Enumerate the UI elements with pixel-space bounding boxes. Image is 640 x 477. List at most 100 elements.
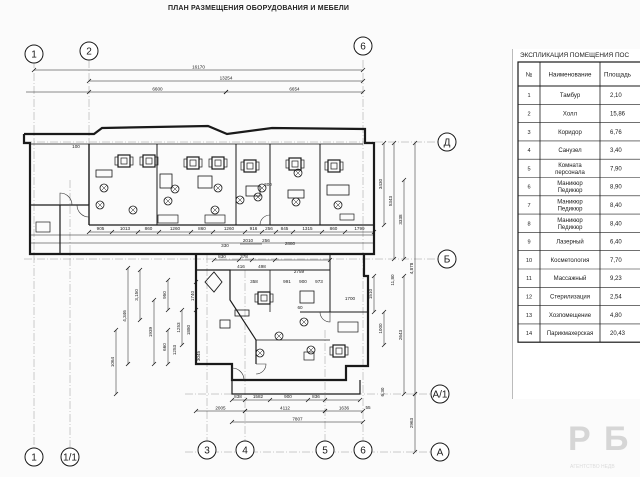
dimension-tick [242, 229, 248, 235]
dim-6600: 6600 [152, 87, 163, 92]
dimension-tick [165, 361, 171, 367]
door-swing [76, 204, 90, 218]
legend-row-name: персонала [555, 170, 585, 176]
chair [142, 154, 156, 168]
dimension-tick [137, 317, 143, 323]
dim-upper-2: 860 [145, 226, 153, 231]
dimension-tick [223, 89, 229, 95]
chair-seat [214, 159, 222, 167]
dim-upper-7: 256 [265, 226, 273, 231]
dimension-tick [86, 78, 92, 84]
stool-mark [211, 206, 219, 214]
table [159, 173, 173, 189]
stool [210, 205, 220, 215]
stool [257, 183, 267, 193]
dimension-tick [360, 67, 366, 73]
dimension-tick [360, 419, 366, 425]
grid-bottom-3-bubble [197, 440, 217, 460]
dim-upper-0: 905 [97, 226, 105, 231]
massage-table [204, 271, 223, 293]
stool [99, 183, 109, 193]
dimension-tick [342, 229, 348, 235]
door-swing [59, 192, 73, 206]
dimension-tick [371, 309, 377, 315]
dimension-tick [193, 408, 199, 414]
dimension-tick [322, 397, 328, 403]
legend-title: ЭКСПЛИКАЦИЯ ПОМЕЩЕНИЯ ПОС [520, 52, 630, 59]
legend-row-area: 9,23 [610, 276, 622, 282]
stool-mark [214, 184, 222, 192]
dim-2880: 2880 [285, 241, 296, 246]
dimension-tick [412, 449, 418, 455]
dimension-tick [391, 140, 397, 146]
stool [293, 168, 303, 178]
legend-row-number: 6 [527, 185, 530, 191]
legend-row-name: Комната [558, 163, 582, 169]
legend-row-name: Лазерный [556, 239, 584, 246]
cabinet [157, 214, 179, 224]
legend-row-area: 8,90 [610, 185, 622, 191]
chair [257, 291, 271, 305]
chair-seat [335, 347, 343, 355]
sink [303, 351, 315, 361]
dimension-tick [371, 273, 377, 279]
grid-right-b-bubble [437, 249, 457, 269]
stool-mark [96, 201, 104, 209]
legend-row-area: 15,86 [610, 111, 626, 117]
dimension-tick [249, 257, 255, 263]
dim-1700: 1700 [345, 296, 356, 301]
upper-wing-wall [22, 124, 376, 256]
dim-right-5343: 5343 [388, 195, 393, 206]
stool-mark [164, 197, 172, 205]
stool-mark [292, 198, 300, 206]
legend-row-name: Хозпомещение [549, 313, 592, 319]
dimension-tick [151, 297, 157, 303]
dim-upper-10: 860 [330, 226, 338, 231]
dim-right-2643: 2643 [398, 329, 403, 340]
dim-left-1064: 1064 [110, 356, 115, 367]
legend-row-name: Коридор [558, 130, 582, 136]
chair-arm [255, 161, 260, 171]
chair [186, 156, 200, 170]
grid-bottom-6: 6 [360, 446, 366, 457]
dim-left-3150: 3,150 [134, 289, 139, 301]
chair [288, 157, 302, 171]
legend-row-number: 1 [527, 93, 530, 99]
stool [95, 200, 105, 210]
grid-top-1-bubble [24, 44, 44, 64]
dim-upper-1: 1013 [120, 226, 131, 231]
dimension-tick [242, 397, 248, 403]
legend-row-name: Косметология [551, 258, 590, 264]
table [219, 319, 231, 329]
grid-top-2: 2 [86, 47, 92, 58]
dim-991: 991 [283, 279, 291, 284]
dim-right-630: 6,30 [380, 387, 385, 396]
dimension-tick [371, 229, 377, 235]
dimension-tick [357, 397, 363, 403]
dimension-tick [267, 397, 273, 403]
dim-right-1180: 11,80 [390, 274, 395, 286]
stool [255, 348, 265, 358]
chair-arm [114, 156, 119, 166]
dim-830: 830 [218, 254, 226, 259]
stool [170, 184, 180, 194]
dim-16170: 16170 [192, 65, 205, 70]
stool-mark [256, 349, 264, 357]
stool-mark [236, 196, 244, 204]
stool-mark [294, 169, 302, 177]
chair-seat [120, 157, 128, 165]
dimension-tick [211, 257, 217, 263]
chair-seat [330, 162, 338, 170]
legend-row-name: Тамбур [560, 93, 581, 99]
legend-header-1: Наименование [549, 72, 592, 79]
dim-upper-11: 1799 [354, 226, 365, 231]
dim-upper-3: 1260 [170, 226, 181, 231]
dim-330: 330 [221, 243, 229, 248]
watermark-caption: АГЕНТСТВО НЕДВ [570, 464, 615, 470]
dim-left-950: 950 [162, 291, 167, 299]
dimension-tick [412, 140, 418, 146]
legend-row-name: Маникюр [557, 218, 583, 224]
dimension-tick [360, 78, 366, 84]
dim-left-1253: 1253 [176, 322, 181, 333]
